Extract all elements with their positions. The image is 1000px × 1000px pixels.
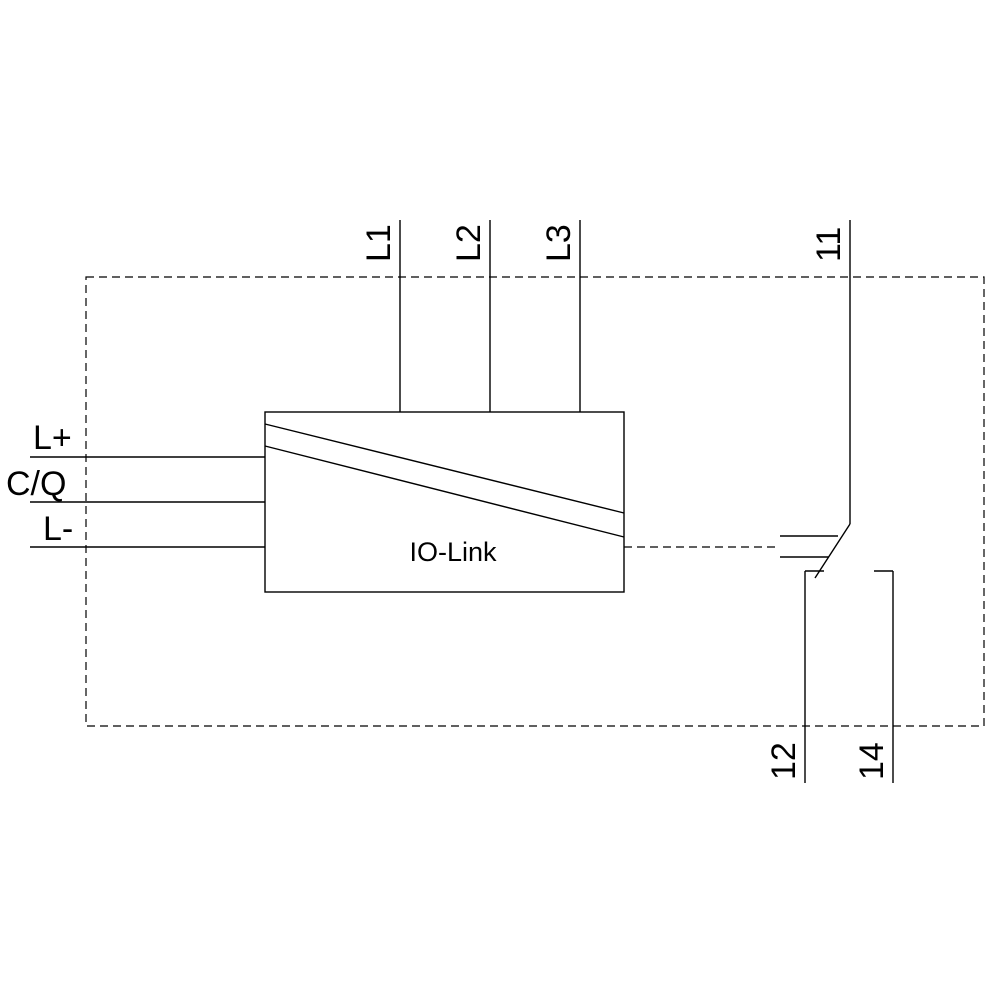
contact-blade [814,523,851,579]
terminal-l3-label: L3 [540,224,578,262]
module-label: IO-Link [409,537,497,567]
terminal-l2-label: L2 [450,224,488,262]
device-enclosure [85,276,985,727]
terminal-11-label: 11 [810,227,848,262]
io-link-module: IO-Link [264,411,625,593]
module-diagonal-lower [264,445,625,538]
module-diagonal-upper [264,423,625,514]
terminal-cq-label: C/Q [6,465,66,503]
terminal-lplus-label: L+ [33,419,72,457]
terminal-l1-label: L1 [360,224,398,262]
terminal-12-label: 12 [765,742,803,780]
changeover-contact: 11 12 14 [765,220,894,783]
supply-terminals: L+ C/Q L- [6,419,265,548]
phase-terminals: L1 L2 L3 [360,220,581,412]
terminal-lminus-label: L- [43,510,73,548]
terminal-14-label: 14 [853,742,891,780]
